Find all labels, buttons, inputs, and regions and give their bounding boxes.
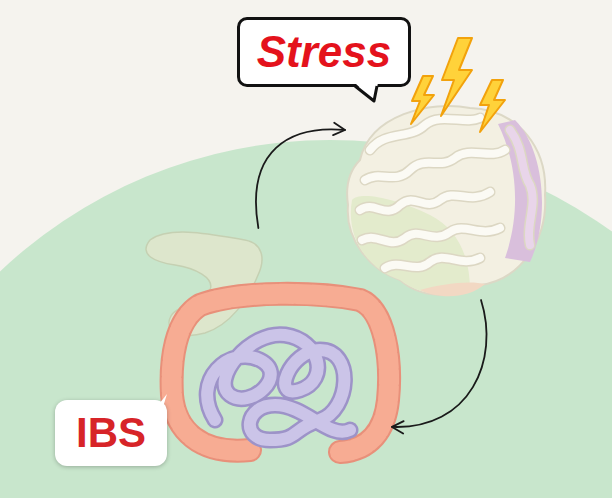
- bubble-tail: [353, 84, 383, 104]
- brain: [347, 106, 545, 296]
- bubble-tail: [151, 392, 181, 412]
- callout-box: IBS: [55, 400, 167, 466]
- node-label: Stress: [257, 28, 392, 76]
- arrow-head: [392, 421, 404, 433]
- small-intestine: [207, 335, 350, 440]
- curved-arrow: [256, 129, 345, 228]
- lightning-bolts: [411, 38, 505, 132]
- arrow-head: [333, 123, 345, 135]
- curved-arrow: [392, 300, 487, 427]
- brain-node: Stress: [345, 100, 545, 300]
- gut-node: IBS: [135, 228, 392, 462]
- large-intestine: [172, 294, 389, 452]
- speech-bubble: Stress: [237, 17, 411, 87]
- node-label: IBS: [76, 410, 146, 456]
